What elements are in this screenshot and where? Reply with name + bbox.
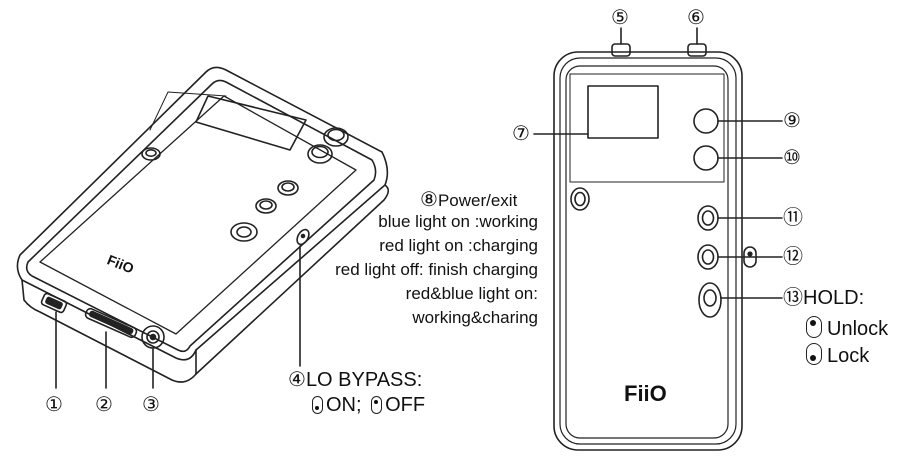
left-device-top-face: [25, 79, 377, 353]
left-hold-switch: [230, 222, 258, 242]
lo-on-text: ON;: [326, 394, 362, 416]
button-12: [697, 244, 719, 270]
blue-light-text: blue light on :working: [378, 212, 538, 231]
hold-lock: Lock: [806, 343, 869, 366]
power-exit-text: Power/exit: [437, 191, 518, 210]
jack-6: [687, 43, 707, 57]
switch-lock-icon: [806, 343, 822, 365]
power-exit-label: ⑧Power/exit: [420, 190, 517, 210]
lo-bypass-label: ④LO BYPASS:: [288, 370, 422, 390]
right-device-body: [553, 51, 743, 451]
red-blue-on-text: red&blue light on:: [405, 284, 538, 303]
hold-text: HOLD:: [803, 287, 865, 309]
hold-label: ⑬HOLD:: [783, 288, 864, 308]
right-screen: [587, 85, 659, 139]
left-button-10: [307, 144, 333, 164]
left-device-body: [16, 66, 389, 361]
button-10: [693, 145, 719, 171]
switch-down-icon: [312, 396, 323, 414]
button-11: [697, 205, 719, 231]
port-2-dock: [84, 307, 138, 339]
callout-9: ⑨: [783, 110, 801, 132]
hold-switch-13: [698, 282, 722, 318]
port-1-usb: [40, 292, 68, 314]
callout-7: ⑦: [512, 123, 530, 145]
callout-6: ⑥: [687, 7, 705, 29]
unlock-text: Unlock: [827, 318, 889, 340]
hold-unlock: Unlock: [806, 316, 888, 339]
port-3-headphone: [141, 325, 165, 349]
callout-3: ③: [142, 394, 160, 416]
right-device-logo: FiiO: [624, 381, 667, 406]
callout-8: ⑧: [420, 189, 438, 211]
button-9: [693, 108, 719, 134]
right-device-drawing: [533, 27, 783, 451]
lo-bypass-text: LO BYPASS:: [305, 369, 423, 391]
left-lo-bypass-switch: [296, 228, 310, 246]
callout-4: ④: [288, 369, 306, 391]
callout-2: ②: [95, 394, 113, 416]
working-charging-text: working&charing: [412, 308, 538, 327]
lock-text: Lock: [827, 345, 870, 367]
jack-5: [611, 43, 631, 57]
switch-unlock-icon: [806, 316, 822, 338]
callout-1: ①: [45, 394, 63, 416]
red-light-on-text: red light on :charging: [379, 236, 538, 255]
callout-5: ⑤: [611, 7, 629, 29]
callout-11: ⑪: [783, 207, 803, 229]
switch-up-icon: [371, 396, 383, 414]
lo-off-text: OFF: [385, 394, 426, 416]
left-button-9: [323, 127, 349, 147]
callout-12: ⑫: [783, 246, 803, 268]
callout-10: ⑩: [783, 147, 801, 169]
left-device-drawing: [16, 66, 390, 389]
left-screen: [195, 95, 307, 151]
callout-13: ⑬: [783, 287, 803, 309]
red-light-off-text: red light off: finish charging: [335, 260, 538, 279]
left-power-button: [141, 147, 161, 161]
lo-bypass-states: ON; OFF: [312, 395, 425, 415]
button-8-power: [570, 187, 590, 211]
